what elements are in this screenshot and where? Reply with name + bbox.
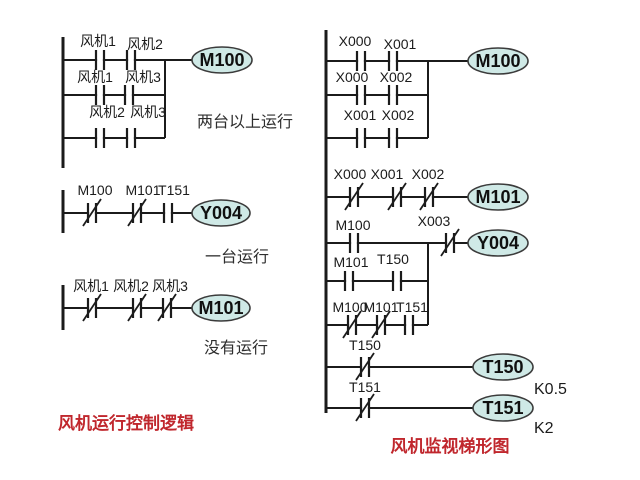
contact-label: M100 xyxy=(332,299,367,315)
no-contact-icon xyxy=(123,83,135,107)
left-rung-m100: 风机1 风机2 风机1 风机3 风机2 风机3 M100 两台以上运行 xyxy=(61,33,293,168)
coil-label: M100 xyxy=(475,51,520,71)
contact-label: T151 xyxy=(349,379,381,395)
coil-ellipse xyxy=(191,199,251,227)
no-contact-icon xyxy=(387,83,399,107)
contact-label: 风机3 xyxy=(130,104,166,120)
contact-label: X001 xyxy=(371,166,404,182)
contact-label: 风机2 xyxy=(113,278,149,294)
rung-note: 没有运行 xyxy=(204,339,268,357)
contact-label: X000 xyxy=(334,166,367,182)
contact-label: 风机3 xyxy=(125,69,161,85)
no-contact-icon xyxy=(94,83,106,107)
no-contact-icon xyxy=(94,126,106,150)
coil-t150: T150 xyxy=(472,353,534,381)
contact-label: M101 xyxy=(333,254,368,270)
contact-label: M101 xyxy=(125,182,160,198)
no-contact-icon xyxy=(355,49,367,73)
contact-label: X002 xyxy=(382,107,415,123)
coil-ellipse xyxy=(467,229,529,257)
coil-label: Y004 xyxy=(477,233,519,253)
coil-ellipse xyxy=(472,353,534,381)
no-contact-icon xyxy=(348,231,360,255)
rung-note: 两台以上运行 xyxy=(197,113,293,131)
coil-y004: Y004 xyxy=(467,229,529,257)
contact-label: 风机2 xyxy=(127,36,163,52)
coil-ellipse xyxy=(191,294,251,322)
contact-label: T151 xyxy=(158,182,190,198)
right-rung-t151: T151 T151 K2 xyxy=(326,379,554,437)
no-contact-icon xyxy=(355,126,367,150)
coil-m101: M101 xyxy=(467,183,529,211)
contact-label: 风机2 xyxy=(89,104,125,120)
coil-label: Y004 xyxy=(200,203,242,223)
coil-m101: M101 xyxy=(191,294,251,322)
left-ladder: 风机1 风机2 风机1 风机3 风机2 风机3 M100 两台以上运行 M100… xyxy=(58,33,293,433)
coil-label: M101 xyxy=(475,187,520,207)
contact-label: X001 xyxy=(344,107,377,123)
contact-label: X001 xyxy=(384,36,417,52)
right-rung-m101: X000 X001 X002 M101 xyxy=(326,166,529,212)
contact-label: T150 xyxy=(349,337,381,353)
coil-label: T151 xyxy=(482,398,523,418)
coil-m100: M100 xyxy=(467,47,529,75)
right-rung-m100: X000 X001 X000 X002 X001 X002 M100 xyxy=(326,33,529,150)
contact-label: 风机1 xyxy=(73,278,109,294)
no-contact-icon xyxy=(391,269,403,293)
coil-ellipse xyxy=(191,46,253,74)
contact-label: X000 xyxy=(336,69,369,85)
contact-label: 风机1 xyxy=(80,33,116,49)
right-ladder: X000 X001 X000 X002 X001 X002 M100 X000 … xyxy=(324,30,567,456)
contact-label: T150 xyxy=(377,251,409,267)
contact-label: 风机3 xyxy=(152,278,188,294)
timer-constant: K0.5 xyxy=(534,381,567,398)
no-contact-icon xyxy=(387,126,399,150)
no-contact-icon xyxy=(387,49,399,73)
right-rung-t150: T150 T150 K0.5 xyxy=(326,337,567,398)
left-rung-y004: M100 M101 T151 Y004 一台运行 xyxy=(61,182,269,266)
coil-ellipse xyxy=(467,183,529,211)
coil-ellipse xyxy=(467,47,529,75)
coil-label: M101 xyxy=(198,298,243,318)
right-caption: 风机监视梯形图 xyxy=(391,436,510,456)
coil-label: T150 xyxy=(482,357,523,377)
right-rung-y004: M100 X003 M101 T150 M100 M101 T151 Y004 xyxy=(326,213,529,340)
coil-t151: T151 xyxy=(472,394,534,422)
coil-ellipse xyxy=(472,394,534,422)
coil-m100: M100 xyxy=(191,46,253,74)
no-contact-icon xyxy=(355,83,367,107)
no-contact-icon xyxy=(94,48,106,72)
contact-label: X002 xyxy=(380,69,413,85)
contact-label: X003 xyxy=(418,213,451,229)
no-contact-icon xyxy=(162,201,174,225)
left-rung-m101: 风机1 风机2 风机3 M101 没有运行 xyxy=(61,278,268,357)
contact-label: X000 xyxy=(339,33,372,49)
rung-note: 一台运行 xyxy=(205,248,269,266)
no-contact-icon xyxy=(403,313,415,337)
contact-label: M100 xyxy=(77,182,112,198)
contact-label: T151 xyxy=(396,299,428,315)
contact-label: M101 xyxy=(363,299,398,315)
wire xyxy=(326,242,468,326)
contact-label: M100 xyxy=(335,217,370,233)
coil-y004: Y004 xyxy=(191,199,251,227)
coil-label: M100 xyxy=(199,50,244,70)
contact-label: 风机1 xyxy=(77,69,113,85)
no-contact-icon xyxy=(125,126,137,150)
left-caption: 风机运行控制逻辑 xyxy=(58,413,194,433)
no-contact-icon xyxy=(125,48,137,72)
no-contact-icon xyxy=(343,269,355,293)
timer-constant: K2 xyxy=(534,420,554,437)
contact-label: X002 xyxy=(412,166,445,182)
